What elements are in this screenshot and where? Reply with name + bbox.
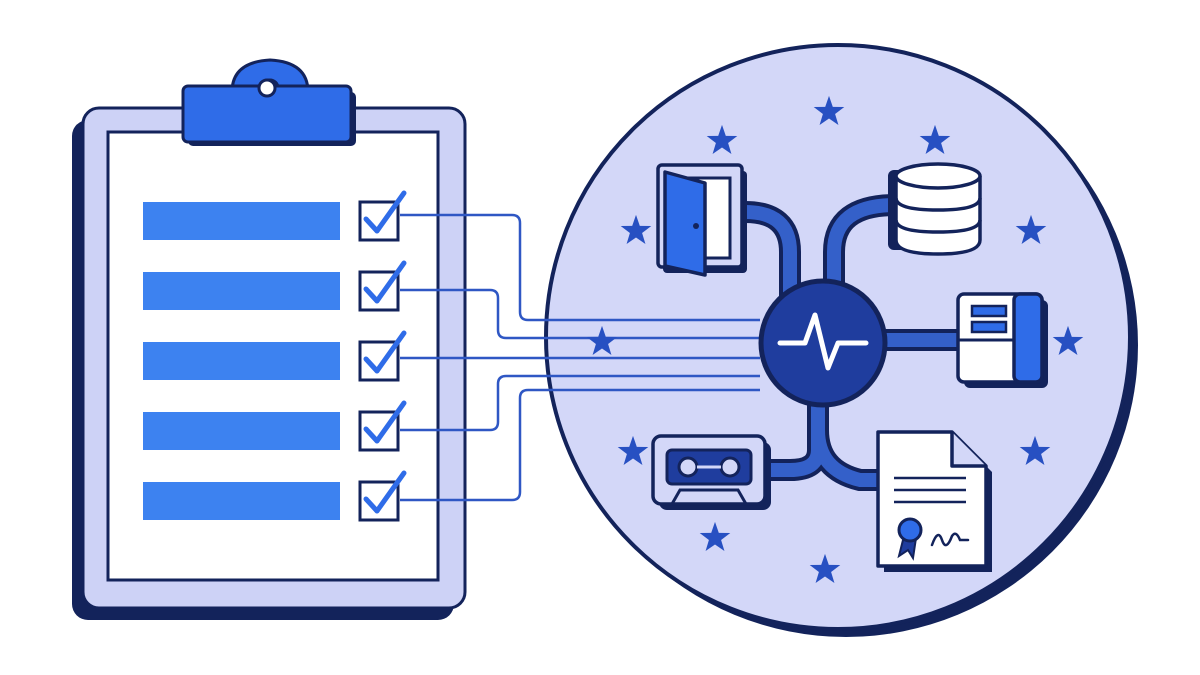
checklist-item <box>143 260 407 312</box>
star-icon <box>919 124 951 154</box>
star-icon <box>1019 435 1051 465</box>
check-mark-icon <box>363 470 407 514</box>
signature-icon <box>930 532 970 547</box>
connection-line <box>400 374 760 432</box>
database-top <box>894 162 982 190</box>
pipe <box>744 198 960 487</box>
star-icon <box>617 435 649 465</box>
certificate-document-icon <box>876 430 992 572</box>
database-band <box>894 197 982 212</box>
checklist-item <box>143 400 407 452</box>
cassette-tape-icon <box>651 434 771 510</box>
connection-lines <box>400 213 760 502</box>
star-icon <box>813 95 845 125</box>
clip-loop <box>230 58 310 94</box>
pulse-waveform-icon <box>777 312 869 371</box>
door-knob <box>693 223 699 229</box>
star-icon <box>586 325 618 355</box>
checklist <box>143 190 407 522</box>
checklist-item-bar <box>143 202 340 240</box>
database-icon <box>888 162 982 256</box>
pipes <box>744 194 960 491</box>
seal-icon <box>897 517 923 543</box>
check-mark-icon <box>363 260 407 304</box>
cassette-reel <box>677 456 699 478</box>
clipboard <box>72 58 467 620</box>
checklist-item-bar <box>143 342 340 380</box>
checklist-item <box>143 190 407 242</box>
checklist-item <box>143 470 407 522</box>
connection-line <box>400 213 760 322</box>
server-slot <box>970 304 1008 318</box>
star-icon <box>706 124 738 154</box>
star-icon <box>809 553 841 583</box>
check-mark-icon <box>363 400 407 444</box>
checklist-item <box>143 330 407 382</box>
database-body <box>894 176 982 256</box>
cassette-bottom <box>670 488 748 505</box>
star-icon <box>1052 325 1084 355</box>
connection-line <box>400 388 760 502</box>
server-slot <box>970 320 1008 334</box>
database-band <box>894 219 982 234</box>
door-leaf <box>663 170 707 277</box>
door-icon <box>656 163 747 277</box>
checklist-item-bar <box>143 412 340 450</box>
check-mark-icon <box>363 190 407 234</box>
connection-line <box>400 288 760 340</box>
clipboard-clip <box>181 58 356 146</box>
server-side-panel <box>1012 292 1044 384</box>
star-icon <box>1015 214 1047 244</box>
checklist-item-bar <box>143 482 340 520</box>
cassette-reel <box>719 456 741 478</box>
check-mark-icon <box>363 330 407 374</box>
star-icon <box>699 521 731 551</box>
star-icon <box>620 214 652 244</box>
hub <box>758 278 888 408</box>
checklist-item-bar <box>143 272 340 310</box>
document-fold <box>950 432 986 468</box>
clip-ring <box>257 78 277 98</box>
server-icon <box>956 292 1048 388</box>
